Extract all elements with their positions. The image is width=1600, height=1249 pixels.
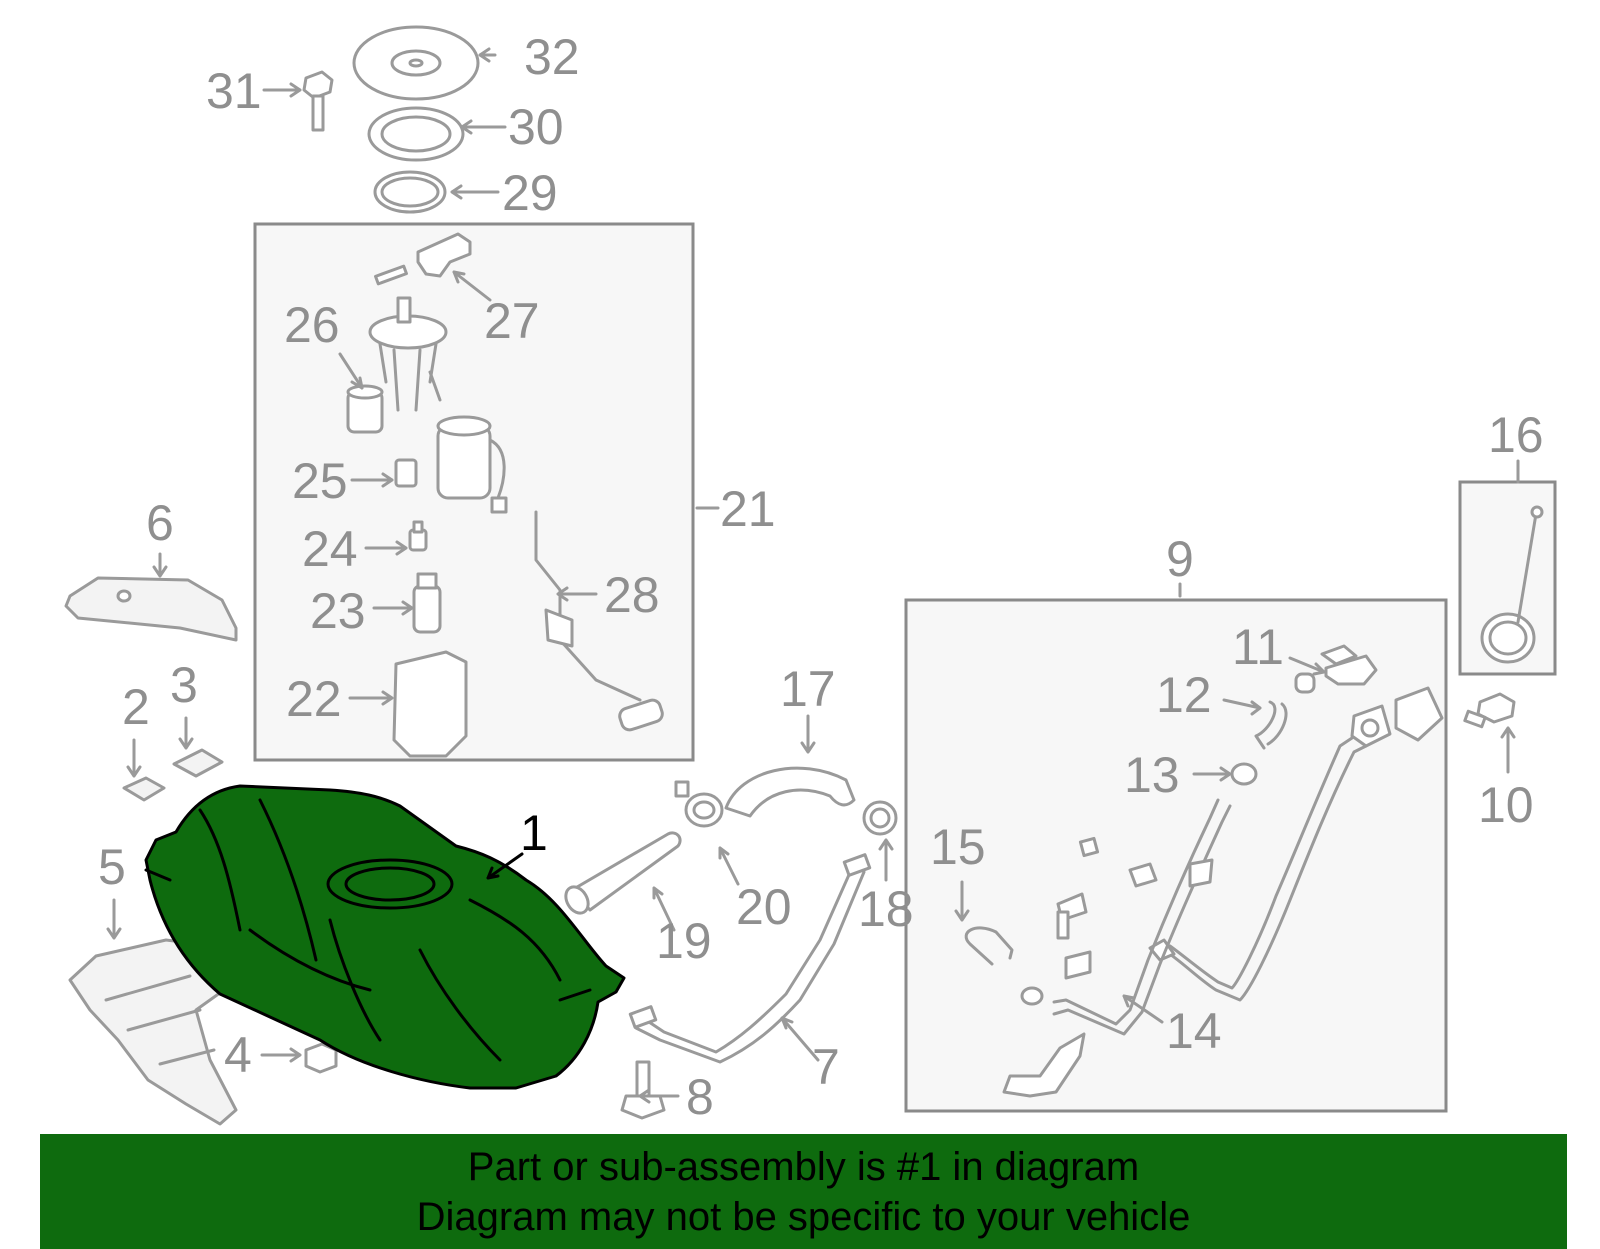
callout-5: 5 [98, 839, 126, 895]
banner-line-2: Diagram may not be specific to your vehi… [416, 1194, 1191, 1239]
part-24-valve [408, 520, 428, 552]
part-4-clip [304, 1042, 338, 1074]
callout-13: 13 [1124, 747, 1180, 803]
part-27-bracket [416, 232, 472, 278]
part-17-vent-hose [724, 766, 856, 818]
callout-29: 29 [502, 165, 558, 221]
callout-8: 8 [686, 1069, 714, 1125]
part-23-pump-motor [412, 572, 442, 634]
part-7-tank-strap [628, 853, 872, 1064]
part-32-cover [352, 25, 480, 101]
callout-30: 30 [508, 99, 564, 155]
callout-28: 28 [604, 567, 660, 623]
callout-21: 21 [720, 481, 776, 537]
pump-module [368, 296, 448, 412]
part-2-pad [122, 776, 166, 802]
info-banner: Part or sub-assembly is #1 in diagram Di… [40, 1134, 1567, 1249]
callout-19: 19 [656, 913, 712, 969]
filler-neck-components [1002, 644, 1444, 1098]
callout-14: 14 [1166, 1003, 1222, 1059]
part-30-lock-ring [367, 106, 465, 162]
callout-18: 18 [858, 881, 914, 937]
callout-22: 22 [286, 671, 342, 727]
callout-15: 15 [930, 819, 986, 875]
callout-27: 27 [484, 293, 540, 349]
callout-20: 20 [736, 879, 792, 935]
callout-25: 25 [292, 453, 348, 509]
callout-3: 3 [170, 657, 198, 713]
callout-11: 11 [1232, 619, 1284, 675]
part-16-fuel-cap [1480, 505, 1544, 664]
part-20-clamp [674, 780, 724, 828]
callout-24: 24 [302, 521, 358, 577]
part-26-filter [346, 384, 384, 434]
part-3-pad [172, 748, 224, 778]
callout-12: 12 [1156, 667, 1212, 723]
part-1-fuel-tank [144, 784, 626, 1090]
part-10-bolt [1463, 692, 1516, 729]
part-29-gasket [373, 170, 447, 214]
leader-lines [106, 47, 1520, 1104]
part-25-regulator [394, 458, 418, 488]
callout-16: 16 [1488, 407, 1544, 463]
callout-17: 17 [780, 661, 836, 717]
part-31-bolt [302, 70, 334, 132]
part-8-bolt [620, 1060, 666, 1120]
callout-26: 26 [284, 297, 340, 353]
callout-10: 10 [1478, 777, 1534, 833]
banner-line-1: Part or sub-assembly is #1 in diagram [467, 1144, 1140, 1189]
callout-4: 4 [224, 1027, 252, 1083]
callout-32: 32 [524, 29, 580, 85]
callout-6: 6 [146, 495, 174, 551]
protector-ribs [104, 974, 216, 1066]
part-28-fuel-level-sender [534, 510, 664, 732]
part-19-filler-hose [564, 831, 682, 915]
callout-7: 7 [812, 1039, 840, 1095]
callout-23: 23 [310, 583, 366, 639]
callout-31: 31 [206, 63, 262, 119]
shield-hole [116, 589, 132, 603]
callout-9: 9 [1166, 531, 1194, 587]
callout-1: 1 [520, 805, 548, 861]
part-22-reservoir [392, 650, 468, 758]
callout-2: 2 [122, 679, 150, 735]
part-6-heat-shield [64, 576, 238, 642]
part-15-hose [964, 926, 1014, 966]
fuel-pump-body [436, 415, 508, 514]
pin [374, 264, 408, 286]
part-18-clamp [862, 800, 898, 836]
